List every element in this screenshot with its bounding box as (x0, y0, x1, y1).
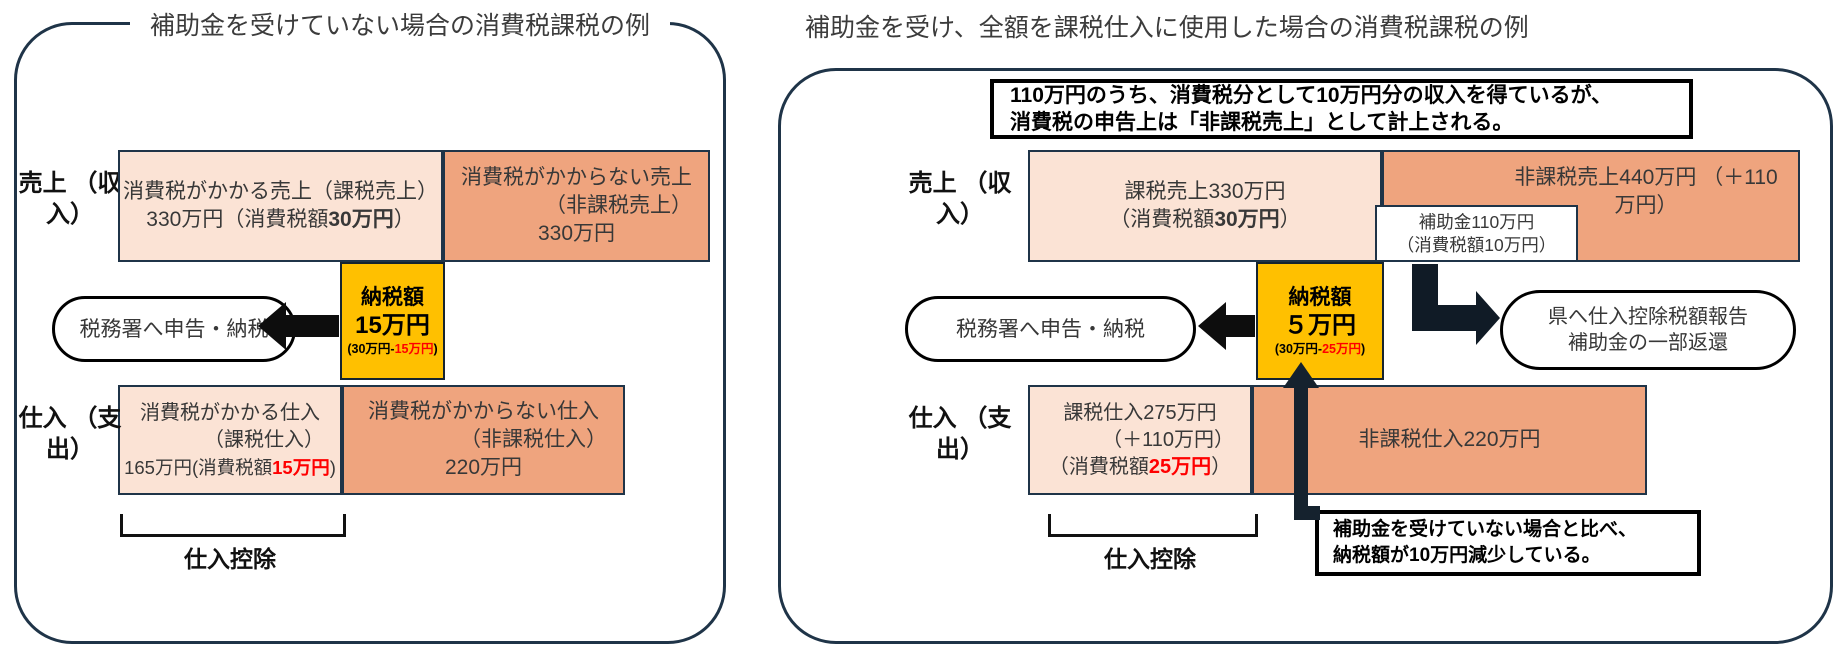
right-sales-label: 売上 （収入） (908, 170, 1012, 228)
right-panel-title: 補助金を受け、全額を課税仕入に使用した場合の消費税課税の例 (805, 14, 1529, 42)
right-taxable-sales-box: 課税売上330万円 （消費税額30万円） (1028, 150, 1382, 262)
left-tax-office-bubble: 税務署へ申告・納税 (52, 296, 296, 362)
right-taxable-purchase-box: 課税仕入275万円 （＋110万円） （消費税額25万円） (1028, 385, 1252, 495)
subsidy-amount-box: 補助金110万円 （消費税額10万円） (1375, 205, 1578, 262)
left-sales-label: 売上 （収入） (18, 170, 122, 228)
left-deduction-label: 仕入控除 (184, 546, 276, 572)
right-tax-amount-box: 納税額 ５万円 (30万円-25万円) (1256, 262, 1384, 380)
right-deduction-label: 仕入控除 (1104, 546, 1196, 572)
left-tax-amount-box: 納税額 15万円 (30万円-15万円) (340, 262, 445, 380)
left-purchase-label: 仕入 （支出） (18, 405, 122, 463)
tax-reduction-note: 補助金を受けていない場合と比べ、 納税額が10万円減少している。 (1315, 510, 1701, 576)
right-nontaxable-sales-box: 非課税売上440万円 （＋110万円） (1382, 150, 1800, 262)
right-purchase-label: 仕入 （支出） (908, 405, 1012, 463)
left-nontaxable-sales-box: 消費税がかからない売上 （非課税売上） 330万円 (443, 150, 710, 262)
left-nontaxable-purchase-box: 消費税がかからない仕入 （非課税仕入） 220万円 (342, 385, 625, 495)
prefecture-report-bubble: 県へ仕入控除税額報告 補助金の一部返還 (1500, 290, 1796, 370)
right-tax-office-bubble: 税務署へ申告・納税 (905, 296, 1196, 362)
right-deduction-bracket (1048, 514, 1258, 537)
left-panel-title: 補助金を受けていない場合の消費税課税の例 (130, 8, 670, 44)
subsidy-revenue-callout: 110万円のうち、消費税分として10万円分の収入を得ているが、 消費税の申告上は… (990, 79, 1693, 139)
right-nontaxable-purchase-box: 非課税仕入220万円 (1252, 385, 1647, 495)
left-taxable-sales-box: 消費税がかかる売上（課税売上） 330万円（消費税額30万円） (118, 150, 443, 262)
left-taxable-purchase-box: 消費税がかかる仕入 （課税仕入） 165万円(消費税額15万円) (118, 385, 342, 495)
left-deduction-bracket (120, 514, 346, 537)
